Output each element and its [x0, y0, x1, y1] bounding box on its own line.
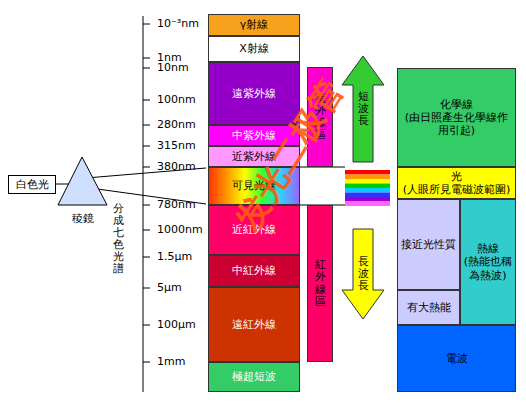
spectrum-note: 分成七色光譜 — [113, 203, 124, 276]
scale-axis — [143, 16, 144, 392]
spectrum-band: 極超短波 — [208, 362, 300, 392]
spectrum-band: 遠紅外線 — [208, 287, 300, 362]
node-text: 有大熱能 — [405, 301, 453, 314]
arrow-down: 長波長 — [341, 228, 385, 320]
prism-shape — [55, 155, 110, 207]
node-text: 化學線 — [438, 98, 475, 111]
scale-label: 1mm — [157, 355, 185, 368]
node-text: 遠紫外線 — [230, 87, 278, 100]
tick-mark — [143, 362, 150, 363]
tick-mark — [143, 24, 150, 25]
color-stripe — [345, 188, 390, 193]
property-box: 有大熱能 — [397, 290, 460, 325]
tick-mark — [143, 125, 150, 126]
node-text: (人眼所見電磁波範圍) — [401, 183, 513, 196]
scale-label: 1.5μm — [157, 250, 192, 263]
color-stripe — [345, 197, 390, 202]
tick-mark — [143, 288, 150, 289]
tick-mark — [143, 146, 150, 147]
node-text: 接近光性質 — [399, 238, 458, 251]
color-stripe — [345, 193, 390, 198]
node-text: 短波長 — [358, 91, 369, 127]
arrow-body — [342, 229, 384, 319]
node-text: γ射線 — [238, 18, 271, 31]
scale-label: 100nm — [157, 93, 196, 106]
node-text: 電波 — [444, 352, 470, 365]
color-stripe — [345, 175, 390, 180]
scale-label: 1000nm — [157, 223, 203, 236]
scale-ticks — [143, 24, 150, 362]
color-stripe — [345, 179, 390, 184]
node-text: 光 — [449, 170, 464, 183]
node-text: 熱線 — [475, 242, 501, 255]
node-text: (熱能也稱為熱波) — [461, 255, 515, 281]
node-text: 中紅外線 — [230, 264, 278, 277]
property-box: 熱線(熱能也稱為熱波) — [460, 199, 516, 325]
node-text: X射線 — [237, 42, 271, 55]
region-box: 紅外線區 — [307, 205, 333, 362]
prism: 稜鏡 — [55, 155, 110, 225]
tick-mark — [143, 230, 150, 231]
scale-label: 380nm — [157, 160, 196, 173]
property-box: 接近光性質 — [397, 199, 460, 290]
spectrum-band: 中紅外線 — [208, 255, 300, 287]
tick-mark — [143, 167, 150, 168]
color-stripe — [345, 170, 390, 175]
node-text: 極超短波 — [230, 370, 278, 383]
tick-mark — [143, 68, 150, 69]
tick-mark — [143, 325, 150, 326]
tick-mark — [143, 100, 150, 101]
node-text: 白色光 — [14, 178, 51, 191]
color-stripe — [345, 202, 390, 207]
property-box: 化學線(由日照產生化學線作用引起) — [397, 68, 516, 167]
node-text: (由日照產生化學線作用引起) — [398, 111, 515, 137]
spectrum-band: γ射線 — [208, 14, 300, 36]
scale-label: 5μm — [157, 281, 182, 294]
property-box: 光(人眼所見電磁波範圍) — [397, 167, 516, 199]
spectrum-band: X射線 — [208, 36, 300, 62]
arrow-up: 短波長 — [341, 55, 385, 163]
property-box: 電波 — [397, 325, 516, 392]
scale-label: 315nm — [157, 139, 196, 152]
scale-label: 10nm — [157, 61, 189, 74]
node-text: 紅外線區 — [315, 259, 326, 307]
tick-mark — [143, 58, 150, 59]
light-source-box: 白色光 — [8, 175, 56, 194]
prism-triangle — [58, 157, 107, 205]
arrow-body — [342, 56, 384, 162]
node-text: 長波長 — [358, 256, 369, 292]
node-text: 遠紅外線 — [230, 318, 278, 331]
node-text: 稜鏡 — [70, 212, 96, 225]
tick-mark — [143, 205, 150, 206]
color-stripe — [345, 184, 390, 189]
scale-label: 10⁻³nm — [157, 17, 199, 30]
scale-label: 280nm — [157, 118, 196, 131]
spectrum-stripes — [345, 170, 390, 206]
scale-label: 100μm — [157, 318, 196, 331]
scale-label: 780nm — [157, 198, 196, 211]
tick-mark — [143, 257, 150, 258]
